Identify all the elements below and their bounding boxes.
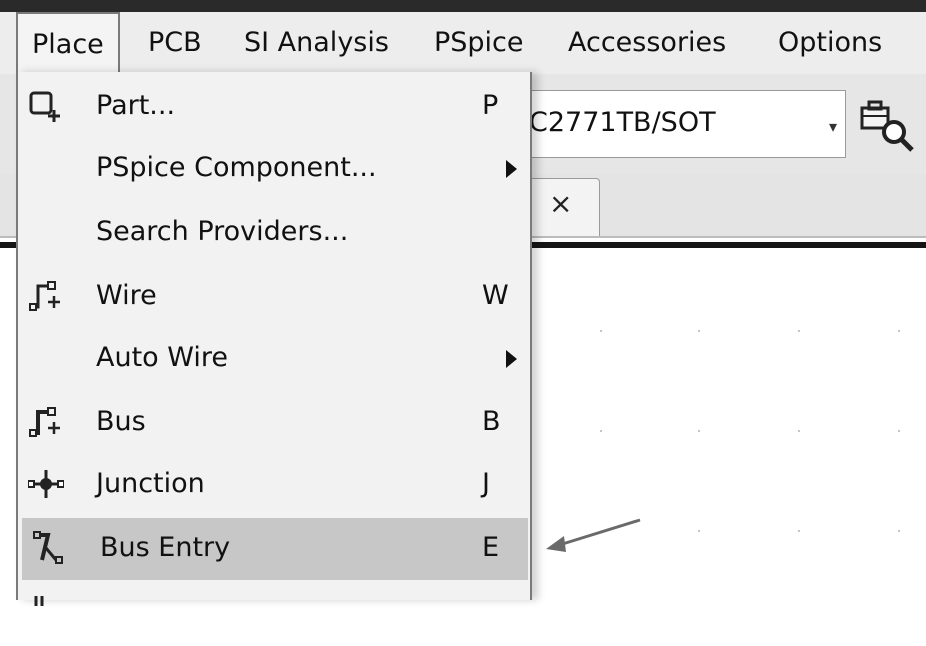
menu-item-label: Bus <box>96 406 146 437</box>
grid-dot <box>600 430 602 432</box>
wire-icon <box>29 281 60 311</box>
grid-dot <box>898 530 900 532</box>
bus-icon <box>29 407 60 437</box>
menu-item-partial[interactable] <box>18 584 530 646</box>
menu-item-label: Part... <box>96 90 176 121</box>
shortcut-key: E <box>482 532 500 563</box>
window-top-edge <box>0 0 926 12</box>
junction-icon <box>28 470 64 498</box>
menu-item-label: Auto Wire <box>96 342 228 373</box>
part-combo-box[interactable]: C2771TB/SOT ▾ <box>520 90 846 158</box>
grid-dot <box>698 430 700 432</box>
menu-accessories[interactable]: Accessories <box>568 27 727 58</box>
menu-item-wire[interactable]: Wire W <box>18 266 530 328</box>
menu-item-pspice-component[interactable]: PSpice Component... <box>18 138 530 200</box>
menu-bar: Place PCB SI Analysis PSpice Accessories… <box>0 12 926 74</box>
menu-item-label: Bus Entry <box>100 532 231 563</box>
chevron-down-icon[interactable]: ▾ <box>828 117 837 136</box>
menu-item-part[interactable]: Part... P <box>18 76 530 138</box>
annotation-arrow-icon <box>546 518 641 552</box>
place-menu-dropdown: Part... P PSpice Component... Search Pro… <box>16 72 532 606</box>
part-search-icon <box>860 100 914 152</box>
part-icon <box>29 91 60 122</box>
grid-dot <box>798 530 800 532</box>
menu-item-junction[interactable]: Junction J <box>18 454 530 516</box>
grid-dot <box>600 330 602 332</box>
shortcut-key: P <box>482 90 499 121</box>
menu-pcb[interactable]: PCB <box>148 27 202 58</box>
menu-item-label: Wire <box>96 280 157 311</box>
submenu-arrow-icon <box>506 350 517 368</box>
menu-options[interactable]: Options <box>778 27 883 58</box>
part-combo-value: C2771TB/SOT <box>529 107 716 138</box>
close-icon[interactable]: × <box>549 187 573 220</box>
grid-dot <box>798 430 800 432</box>
document-tab[interactable]: × <box>522 178 600 236</box>
bus-entry-icon <box>33 531 63 564</box>
submenu-arrow-icon <box>506 160 517 178</box>
menu-item-label: Junction <box>96 468 205 499</box>
menu-item-auto-wire[interactable]: Auto Wire <box>18 328 530 390</box>
grid-dot <box>698 330 700 332</box>
menu-item-search-providers[interactable]: Search Providers... <box>18 202 530 264</box>
menu-item-bus-entry[interactable]: Bus Entry E <box>22 518 528 580</box>
menu-pspice[interactable]: PSpice <box>434 27 524 58</box>
grid-dot <box>698 530 700 532</box>
grid-dot <box>898 430 900 432</box>
menu-item-label: PSpice Component... <box>96 152 377 183</box>
menu-item-label: Search Providers... <box>96 216 349 247</box>
grid-dot <box>898 330 900 332</box>
shortcut-key: B <box>482 406 501 437</box>
shortcut-key: W <box>482 280 509 311</box>
partial-item-icon <box>34 596 44 606</box>
menu-item-bus[interactable]: Bus B <box>18 392 530 454</box>
shortcut-key: J <box>482 468 490 499</box>
grid-dot <box>798 330 800 332</box>
menu-si-analysis[interactable]: SI Analysis <box>244 27 389 58</box>
part-search-button[interactable] <box>856 94 920 154</box>
menu-place[interactable]: Place <box>16 12 120 72</box>
